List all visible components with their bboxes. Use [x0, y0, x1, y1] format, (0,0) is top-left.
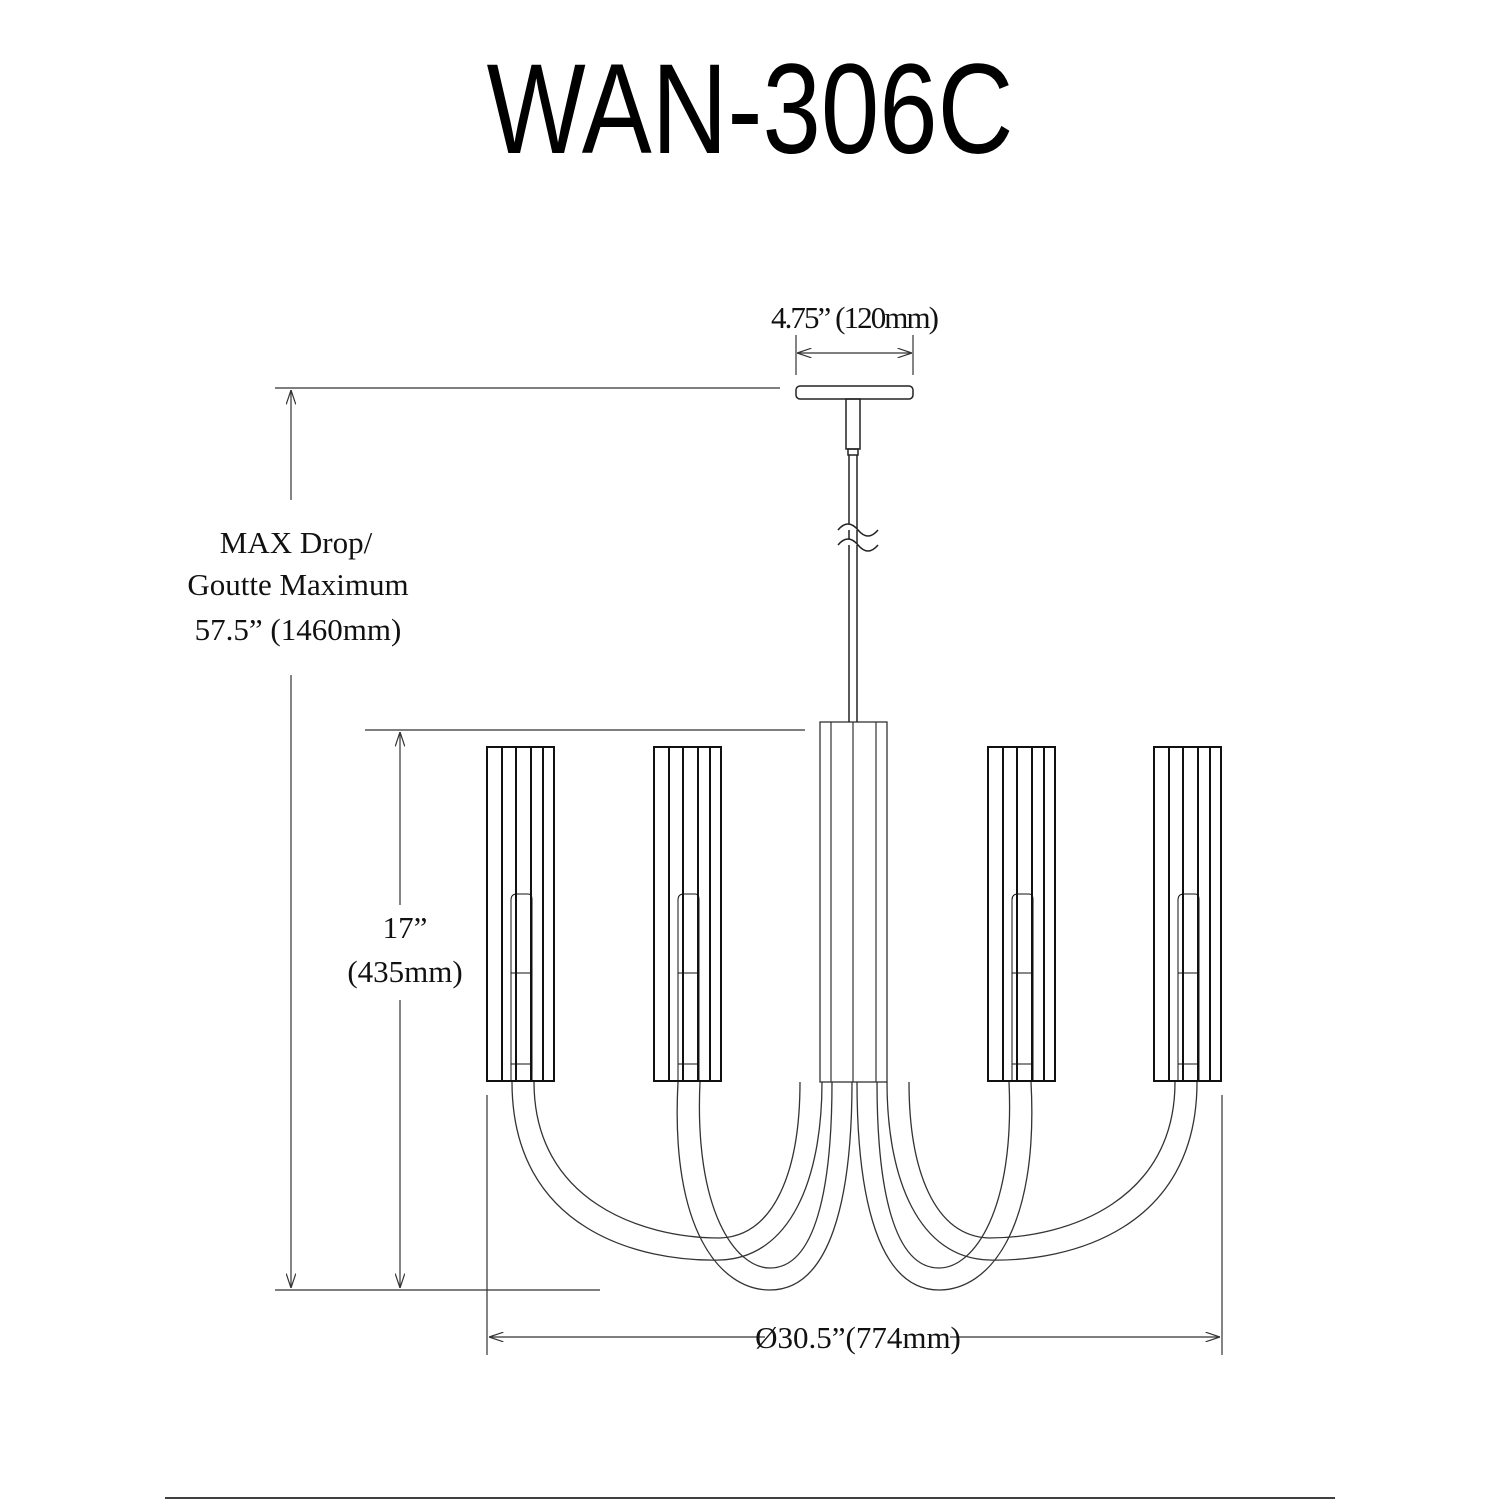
shade-2: [653, 746, 722, 1082]
canopy-width-label: 4.75” (120mm): [771, 300, 939, 335]
model-title: WAN-306C: [486, 38, 1014, 181]
height-label-2: (435mm): [347, 954, 462, 989]
max-drop-label-3: 57.5” (1460mm): [195, 612, 402, 647]
dimension-lines: [165, 335, 1335, 1499]
shade-3: [987, 746, 1056, 1082]
shades: [486, 746, 1222, 1082]
diameter-label: Ø30.5”(774mm): [755, 1320, 961, 1355]
center-column: [819, 721, 888, 1083]
dimension-labels: 4.75” (120mm) MAX Drop/ Goutte Maximum 5…: [187, 300, 961, 1355]
height-label-1: 17”: [383, 910, 428, 945]
max-drop-label-2: Goutte Maximum: [187, 567, 408, 602]
max-drop-label-1: MAX Drop/: [220, 525, 373, 560]
arms: [511, 1081, 1198, 1291]
canopy: [795, 385, 914, 722]
shade-1: [486, 746, 555, 1082]
shade-4: [1153, 746, 1222, 1082]
